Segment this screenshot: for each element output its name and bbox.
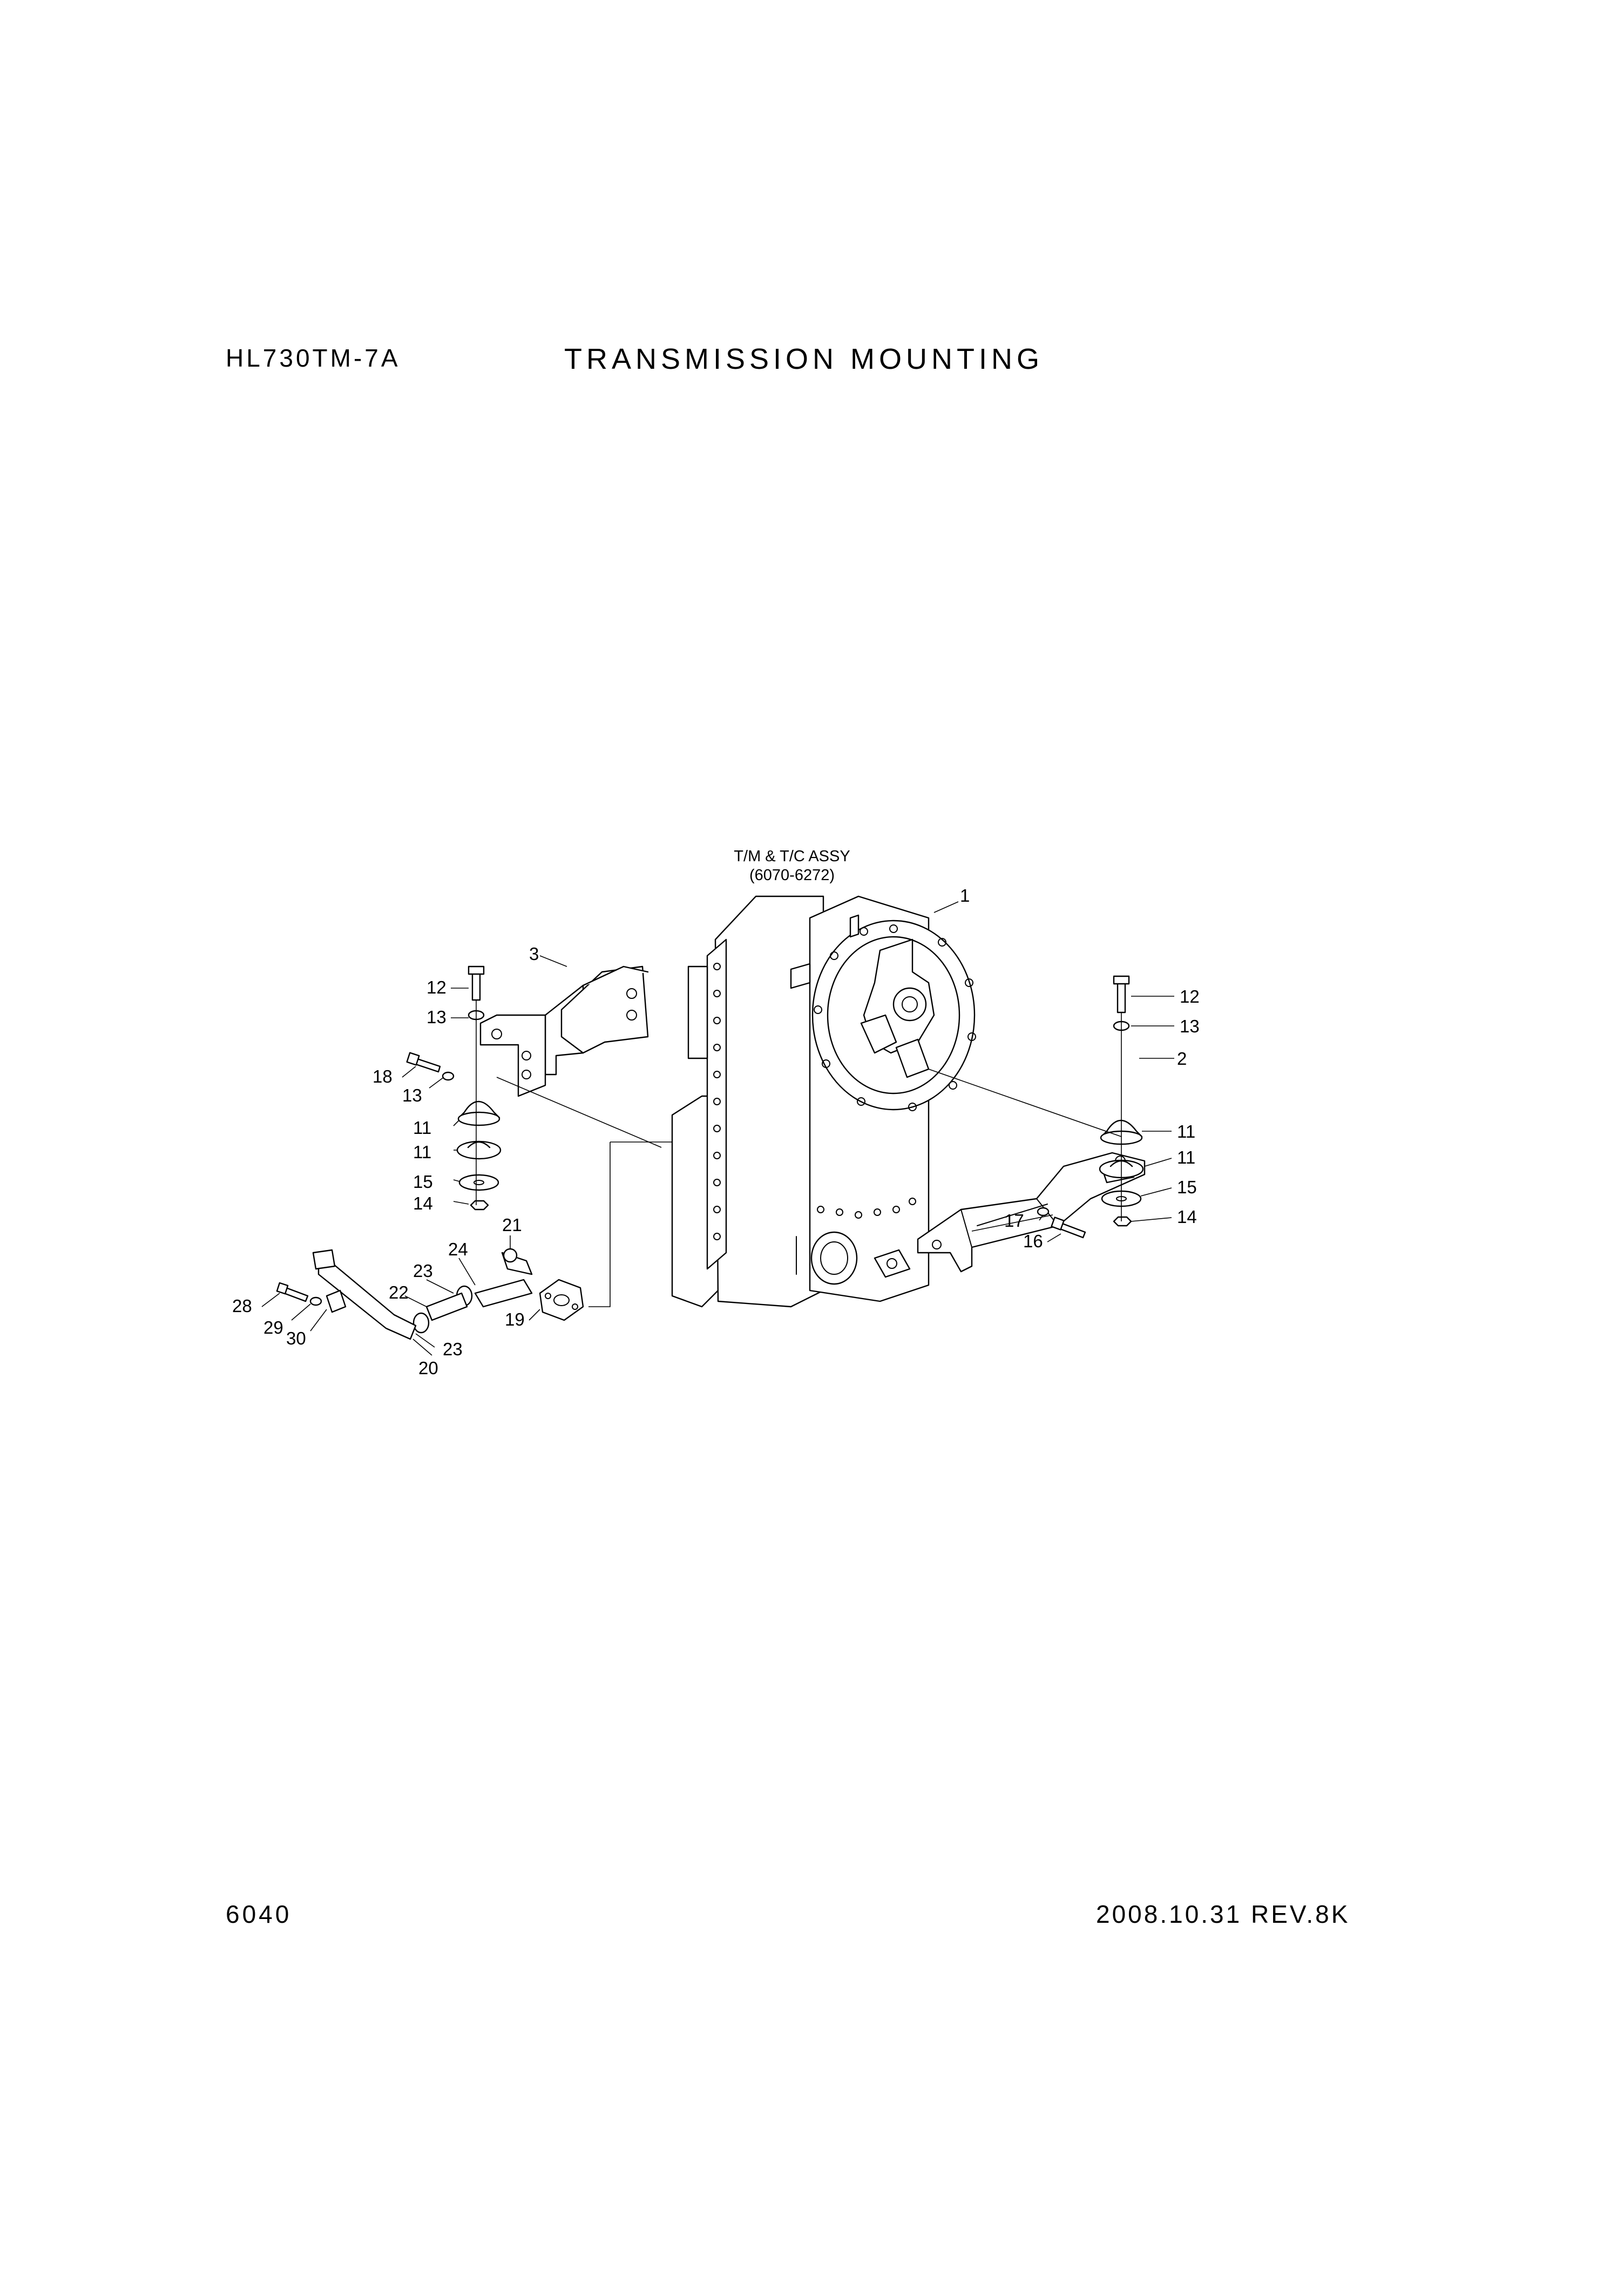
callout-13-right: 13 bbox=[1180, 1016, 1200, 1036]
callout-15-left: 15 bbox=[413, 1172, 433, 1192]
callout-22: 22 bbox=[389, 1282, 409, 1302]
callout-23-bottom: 23 bbox=[443, 1339, 463, 1359]
model-code: HL730TM-7A bbox=[226, 344, 401, 372]
callout-21: 21 bbox=[502, 1215, 522, 1235]
left-mounting-bracket bbox=[479, 965, 649, 1097]
callout-14-left: 14 bbox=[413, 1193, 433, 1213]
callout-19: 19 bbox=[505, 1309, 525, 1329]
callout-23-top: 23 bbox=[413, 1261, 433, 1281]
callout-3: 3 bbox=[529, 944, 539, 964]
callout-17: 17 bbox=[1004, 1211, 1024, 1231]
callout-15-right: 15 bbox=[1177, 1177, 1197, 1197]
assembly-note-line2: (6070-6272) bbox=[749, 867, 835, 884]
callout-20: 20 bbox=[418, 1358, 438, 1378]
callout-16: 16 bbox=[1023, 1231, 1043, 1251]
callout-11-right-a: 11 bbox=[1177, 1121, 1195, 1141]
callout-12-right: 12 bbox=[1180, 987, 1200, 1006]
breather-pipe-assembly bbox=[276, 1248, 584, 1340]
callout-13-left-top: 13 bbox=[427, 1007, 446, 1027]
callout-12-left: 12 bbox=[427, 977, 446, 997]
revision-info: 2008.10.31 REV.8K bbox=[1096, 1900, 1350, 1928]
page-title: TRANSMISSION MOUNTING bbox=[564, 343, 1044, 375]
left-mount-stack bbox=[406, 965, 502, 1211]
callout-11-left-a: 11 bbox=[413, 1118, 431, 1138]
callout-29: 29 bbox=[263, 1317, 283, 1337]
right-mount-stack bbox=[1037, 975, 1144, 1239]
callout-11-left-b: 11 bbox=[413, 1142, 431, 1162]
callout-leader-lines bbox=[261, 901, 1174, 1356]
page-number: 6040 bbox=[226, 1900, 292, 1928]
callout-1: 1 bbox=[960, 886, 970, 906]
transmission-housing bbox=[671, 895, 976, 1308]
callout-2: 2 bbox=[1177, 1049, 1187, 1069]
assembly-note-line1: T/M & T/C ASSY bbox=[734, 848, 850, 865]
callout-14-right: 14 bbox=[1177, 1207, 1197, 1227]
callout-11-right-b: 11 bbox=[1177, 1147, 1195, 1167]
callout-24: 24 bbox=[448, 1239, 468, 1259]
callout-30: 30 bbox=[286, 1328, 306, 1348]
callout-18: 18 bbox=[373, 1066, 393, 1086]
callout-13-left: 13 bbox=[402, 1085, 422, 1105]
callout-28: 28 bbox=[232, 1296, 252, 1316]
reference-lines bbox=[476, 1000, 1122, 1307]
